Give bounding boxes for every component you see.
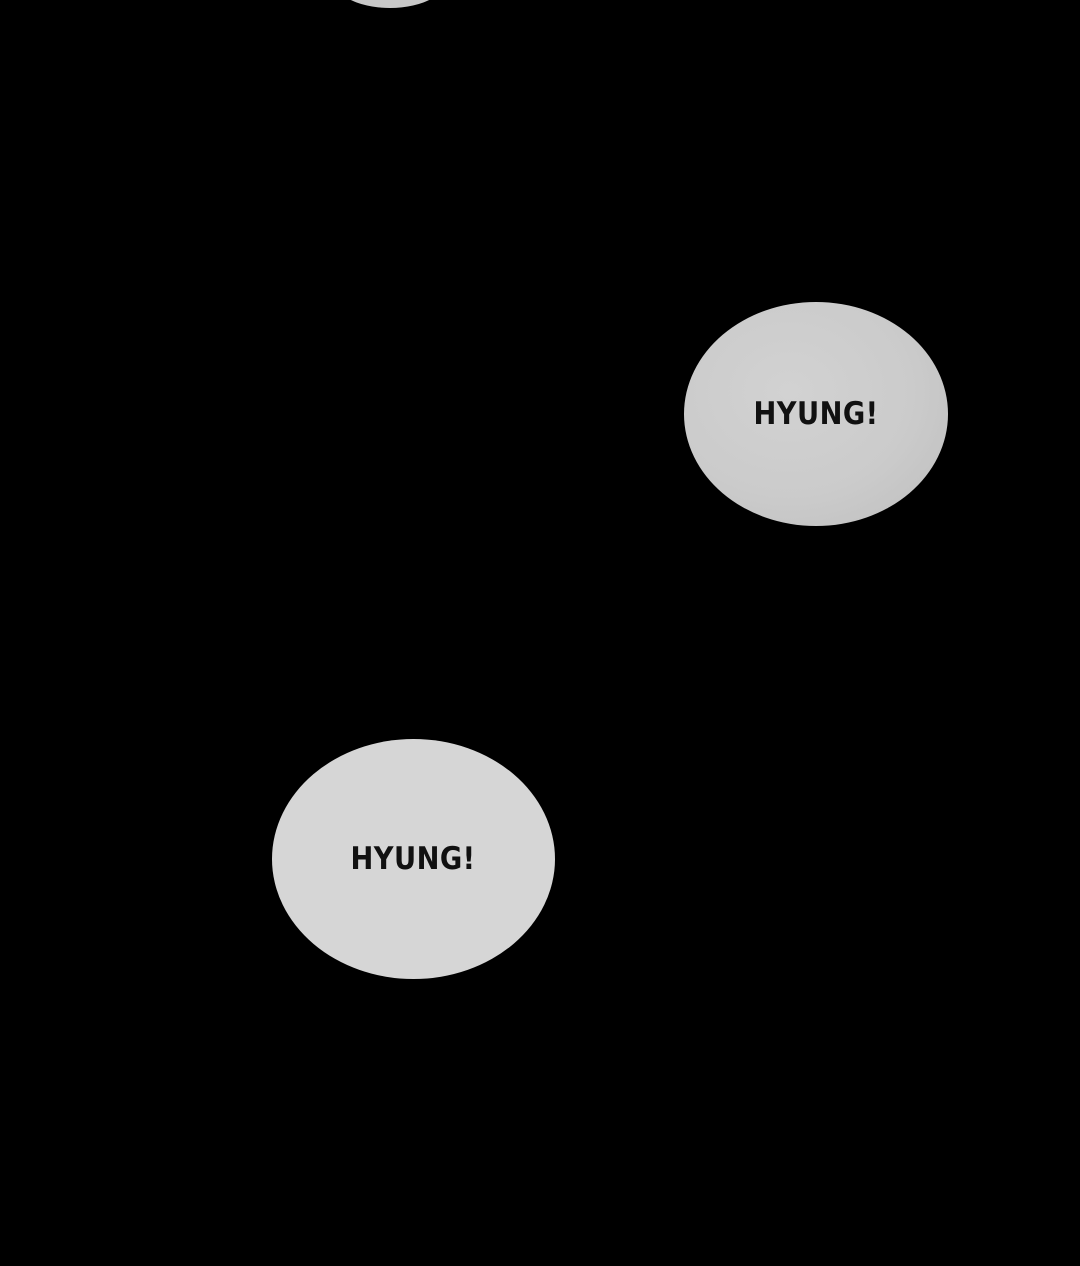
- speech-bubble-right: HYUNG!: [684, 302, 948, 526]
- speech-bubble-left: HYUNG!: [272, 739, 555, 979]
- speech-bubble-text: HYUNG!: [350, 841, 477, 877]
- speech-bubble-text: HYUNG!: [753, 396, 879, 432]
- speech-bubble-partial-top: [330, 0, 450, 8]
